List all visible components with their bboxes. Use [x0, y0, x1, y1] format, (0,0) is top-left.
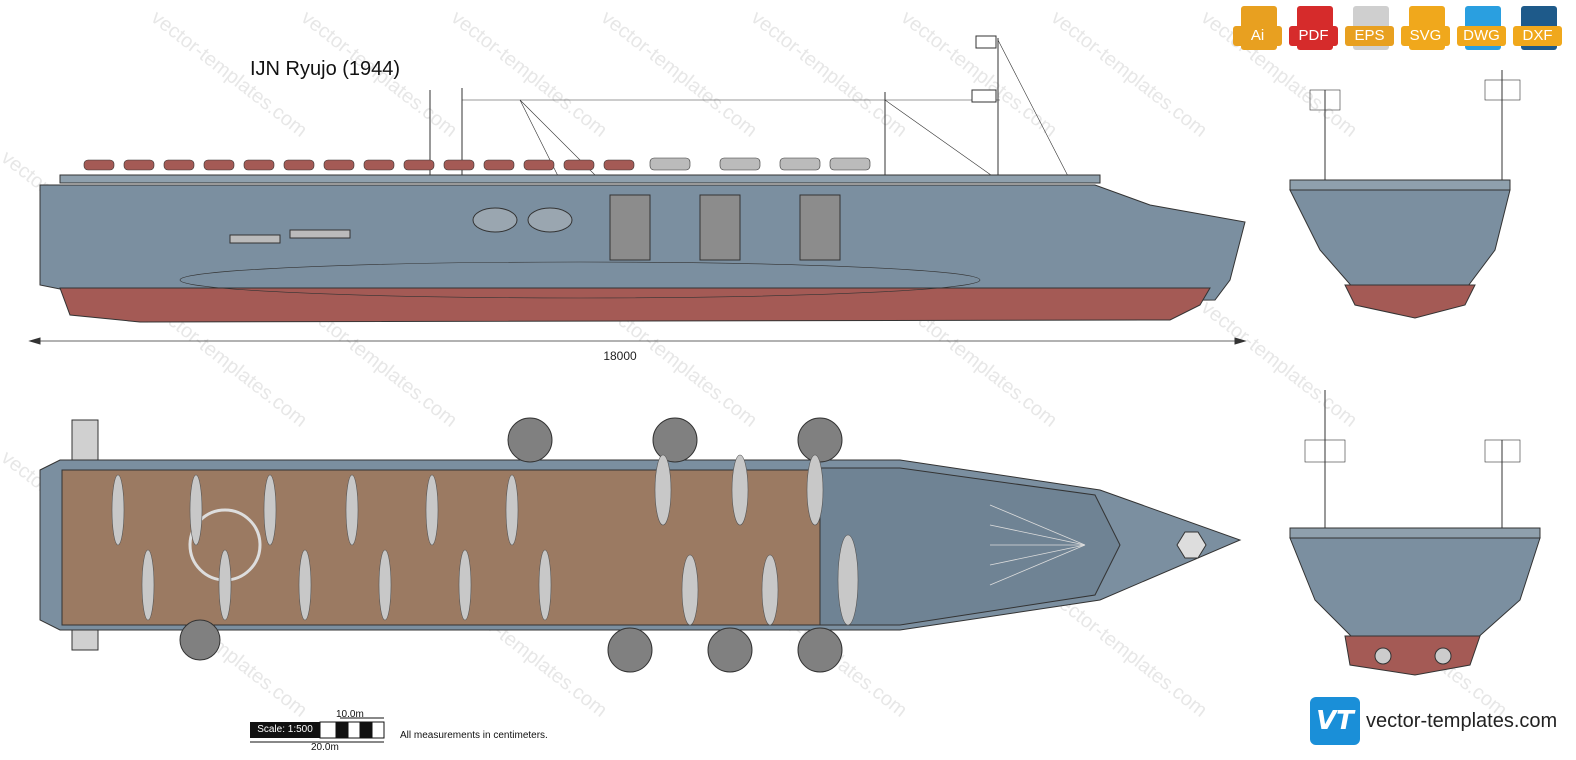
- top-view: [39, 417, 1242, 673]
- bow-view: [1289, 390, 1541, 676]
- scale-bar: [250, 717, 385, 743]
- deck-planes: [83, 157, 871, 171]
- scale-label: Scale: 1:500: [250, 722, 320, 738]
- svg-text:vector-templates.com: vector-templates.com: [747, 7, 911, 142]
- svg-text:vector-templates.com: vector-templates.com: [597, 7, 761, 142]
- svg-text:vector-templates.com: vector-templates.com: [1197, 297, 1361, 432]
- stern-view: [1289, 70, 1521, 319]
- brand-link[interactable]: VT vector-templates.com: [1310, 697, 1557, 745]
- download-svg-button[interactable]: SVG: [1401, 6, 1450, 52]
- measurement-note: All measurements in centimeters.: [400, 730, 548, 741]
- download-dwg-button[interactable]: DWG: [1457, 6, 1506, 52]
- svg-text:vector-templates.com: vector-templates.com: [1047, 587, 1211, 722]
- scale-top-mark: 10.0m: [336, 709, 364, 720]
- length-dimension: 18000: [603, 349, 637, 363]
- download-pdf-button[interactable]: PDF: [1289, 6, 1338, 52]
- svg-text:vector-templates.com: vector-templates.com: [447, 7, 611, 142]
- side-view: [28, 35, 1247, 345]
- deck-planes-top: [111, 454, 859, 626]
- svg-text:vector-templates.com: vector-templates.com: [897, 7, 1061, 142]
- format-downloads: Ai PDF EPS SVG DWG DXF: [1233, 6, 1562, 52]
- brand-logo: VT: [1310, 697, 1360, 745]
- download-dxf-button[interactable]: DXF: [1513, 6, 1562, 52]
- brand-text: vector-templates.com: [1366, 709, 1558, 732]
- scale-bottom-mark: 20.0m: [311, 742, 339, 753]
- svg-text:vector-templates.com: vector-templates.com: [1047, 7, 1211, 142]
- download-eps-button[interactable]: EPS: [1345, 6, 1394, 52]
- page-title: IJN Ryujo (1944): [250, 58, 401, 80]
- download-ai-button[interactable]: Ai: [1233, 6, 1282, 52]
